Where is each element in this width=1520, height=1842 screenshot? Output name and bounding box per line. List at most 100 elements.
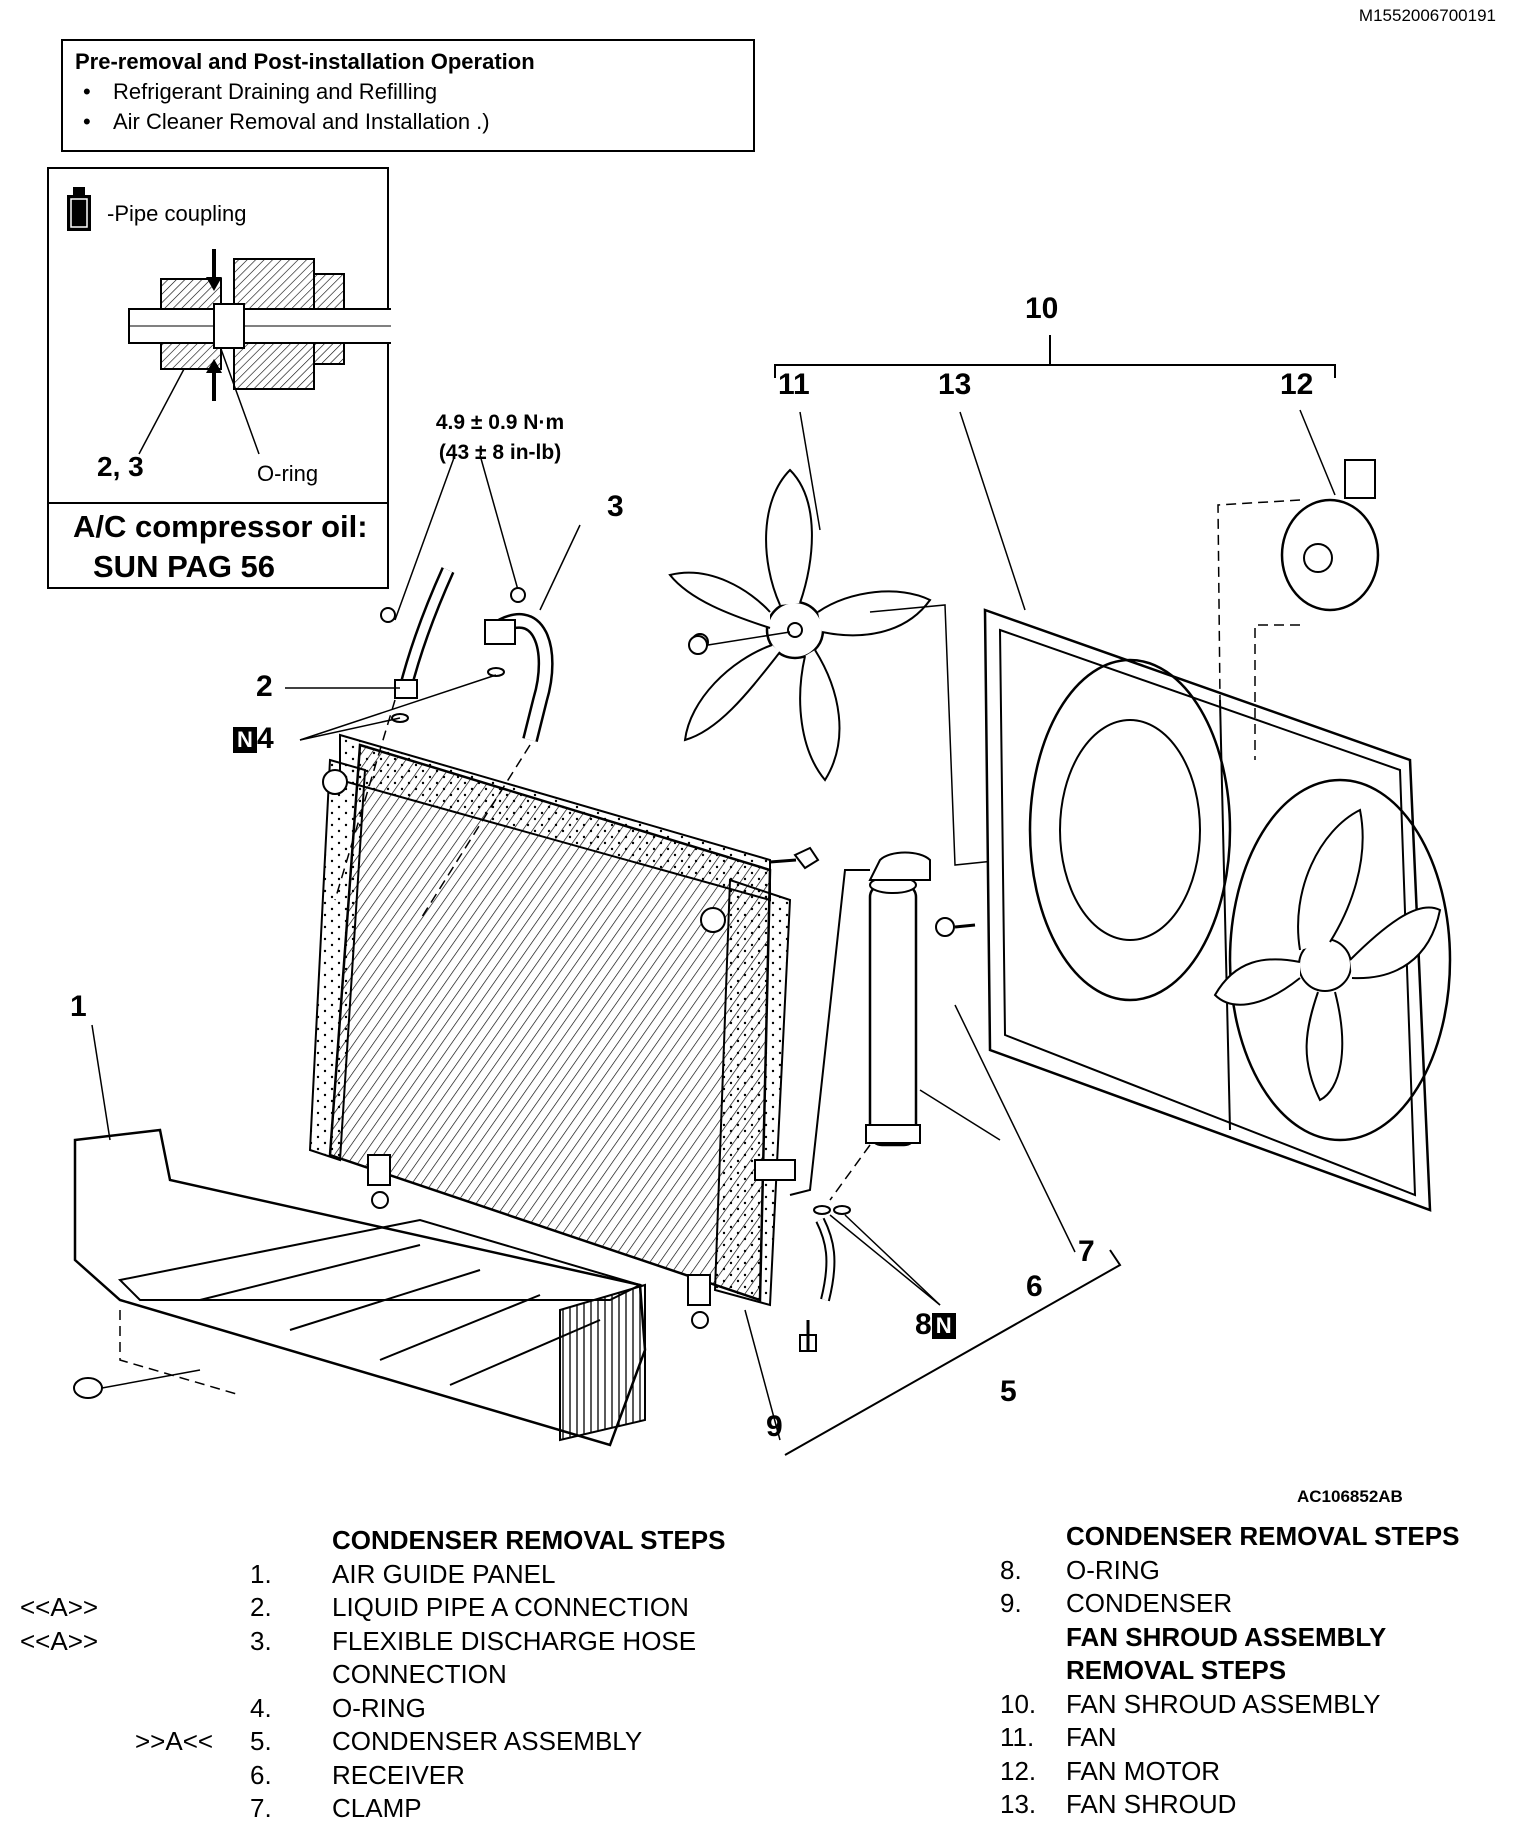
step-ref xyxy=(20,1759,250,1793)
step-num: 12. xyxy=(1000,1755,1037,1786)
step-row: 6. RECEIVER xyxy=(20,1759,725,1793)
compressor-oil-note: A/C compressor oil: SUN PAG 56 xyxy=(73,507,368,587)
step-text: FAN xyxy=(1066,1722,1117,1752)
callout-3: 3 xyxy=(607,490,624,523)
exploded-diagram xyxy=(73,335,1452,1456)
fan xyxy=(668,468,932,782)
callout-7: 7 xyxy=(1078,1235,1095,1268)
step-num: 6. xyxy=(250,1759,272,1790)
callout-2: 2 xyxy=(256,670,273,703)
step-row: 10. FAN SHROUD ASSEMBLY xyxy=(1000,1688,1459,1722)
step-row: 7. CLAMP xyxy=(20,1792,725,1826)
pipe-coupling-label: -Pipe coupling xyxy=(107,201,247,226)
step-text: O-RING xyxy=(1066,1554,1160,1585)
step-row: <<A>> 2. LIQUID PIPE A CONNECTION xyxy=(20,1591,725,1625)
document-id: M1552006700191 xyxy=(1358,6,1496,25)
step-text: CONNECTION xyxy=(332,1659,507,1689)
fan xyxy=(1213,808,1442,1102)
callout-8-number: 8 xyxy=(915,1308,932,1341)
step-row: 9.CONDENSER xyxy=(1000,1587,1459,1621)
new-part-mark: N xyxy=(931,1313,956,1340)
new-part-mark: N xyxy=(233,727,257,754)
steps-left-heading: CONDENSER REMOVAL STEPS xyxy=(332,1525,726,1555)
callout-9: 9 xyxy=(766,1410,783,1443)
pre-removal-item: Refrigerant Draining and Refilling xyxy=(75,77,741,107)
step-text: FAN SHROUD xyxy=(1066,1789,1237,1819)
bolt-icon xyxy=(799,1320,817,1352)
steps-left: CONDENSER REMOVAL STEPS 1. AIR GUIDE PANE… xyxy=(20,1524,725,1826)
oring-label: O-ring xyxy=(257,461,319,486)
step-num: 1. xyxy=(250,1558,272,1589)
oil-line-2: SUN PAG 56 xyxy=(93,549,276,584)
step-num: 3. xyxy=(250,1625,272,1656)
oil-line-1: A/C compressor oil: xyxy=(73,509,368,544)
inset-divider xyxy=(49,502,387,504)
step-num: 7. xyxy=(250,1793,272,1823)
torque-metric: 4.9 ± 0.9 N·m xyxy=(435,411,565,434)
torque-imperial: (43 ± 8 in-lb) xyxy=(438,441,562,464)
step-row: 12. FAN MOTOR xyxy=(1000,1755,1459,1789)
callout-10: 10 xyxy=(1025,292,1059,325)
step-ref: <<A>> xyxy=(20,1625,99,1656)
air-guide-panel xyxy=(73,1128,647,1447)
step-text: LIQUID PIPE A CONNECTION xyxy=(332,1592,689,1622)
step-text: CONDENSER ASSEMBLY xyxy=(332,1726,643,1756)
inset-part-label: 2, 3 xyxy=(97,451,144,482)
step-ref xyxy=(20,1692,250,1726)
pipe-coupling-drawing xyxy=(67,187,391,455)
fan-shroud xyxy=(983,608,1452,1212)
step-row: 13. FAN SHROUD xyxy=(1000,1788,1459,1822)
callout-5: 5 xyxy=(1000,1375,1017,1408)
step-num: 10. xyxy=(1000,1688,1037,1719)
flexible-discharge-hose xyxy=(484,587,554,742)
step-text: FAN MOTOR xyxy=(1066,1755,1221,1786)
condenser xyxy=(308,733,792,1329)
liquid-pipe-a xyxy=(380,567,455,699)
receiver xyxy=(865,876,921,1147)
step-ref xyxy=(20,1558,250,1592)
oil-can-icon xyxy=(67,187,91,231)
step-text: CONDENSER xyxy=(1066,1588,1233,1618)
figure-id: AC106852AB xyxy=(1297,1487,1403,1506)
bolt-icon xyxy=(769,846,820,870)
step-num: 13. xyxy=(1000,1789,1037,1819)
step-row: <<A>> 3. FLEXIBLE DISCHARGE HOSE xyxy=(20,1625,725,1659)
pre-removal-title: Pre-removal and Post-installation Operat… xyxy=(75,49,535,74)
step-row: 8. O-RING xyxy=(1000,1554,1459,1588)
step-row: 1. AIR GUIDE PANEL xyxy=(20,1558,725,1592)
step-num: 8. xyxy=(1000,1554,1022,1585)
step-text: CLAMP xyxy=(332,1793,422,1823)
bolt-icon xyxy=(935,917,976,937)
fan-motor xyxy=(1280,459,1380,612)
callout-6: 6 xyxy=(1026,1270,1043,1303)
callout-4-number: 4 xyxy=(257,722,274,755)
step-num: 2. xyxy=(250,1592,272,1622)
step-text: FAN SHROUD ASSEMBLY xyxy=(1066,1688,1381,1719)
steps-right: CONDENSER REMOVAL STEPS 8. O-RING 9.CONDE… xyxy=(1000,1520,1459,1822)
pre-removal-item: Air Cleaner Removal and Installation .) xyxy=(75,107,741,137)
callout-12: 12 xyxy=(1280,368,1314,401)
steps-right-heading: CONDENSER REMOVAL STEPS xyxy=(1066,1521,1460,1551)
step-num: 11. xyxy=(1000,1722,1035,1752)
torque-spec: 4.9 ± 0.9 N·m (43 ± 8 in-lb) xyxy=(400,408,600,468)
step-ref: <<A>> xyxy=(20,1592,99,1622)
step-text: FLEXIBLE DISCHARGE HOSE xyxy=(332,1625,697,1656)
clip-icon xyxy=(73,1377,103,1399)
step-num: 4. xyxy=(250,1692,272,1723)
step-num: 5. xyxy=(250,1726,272,1756)
step-text: O-RING xyxy=(332,1692,426,1723)
step-text: RECEIVER xyxy=(332,1759,465,1790)
step-row: >>A<< 5. CONDENSER ASSEMBLY xyxy=(20,1725,725,1759)
fan-shroud-heading-2: REMOVAL STEPS xyxy=(1066,1655,1287,1685)
pipe-coupling-inset: -Pipe coupling 2, 3 O-ring A/C compresso… xyxy=(47,167,391,589)
pre-removal-box: Pre-removal and Post-installation Operat… xyxy=(61,39,755,152)
step-num xyxy=(250,1658,332,1692)
fan-shroud-heading-1: FAN SHROUD ASSEMBLY xyxy=(1066,1621,1387,1652)
callout-11: 11 xyxy=(778,368,810,401)
callout-1: 1 xyxy=(70,990,87,1023)
step-ref: >>A<< xyxy=(135,1726,214,1756)
step-text: AIR GUIDE PANEL xyxy=(332,1558,556,1589)
nut-icon xyxy=(688,635,708,655)
